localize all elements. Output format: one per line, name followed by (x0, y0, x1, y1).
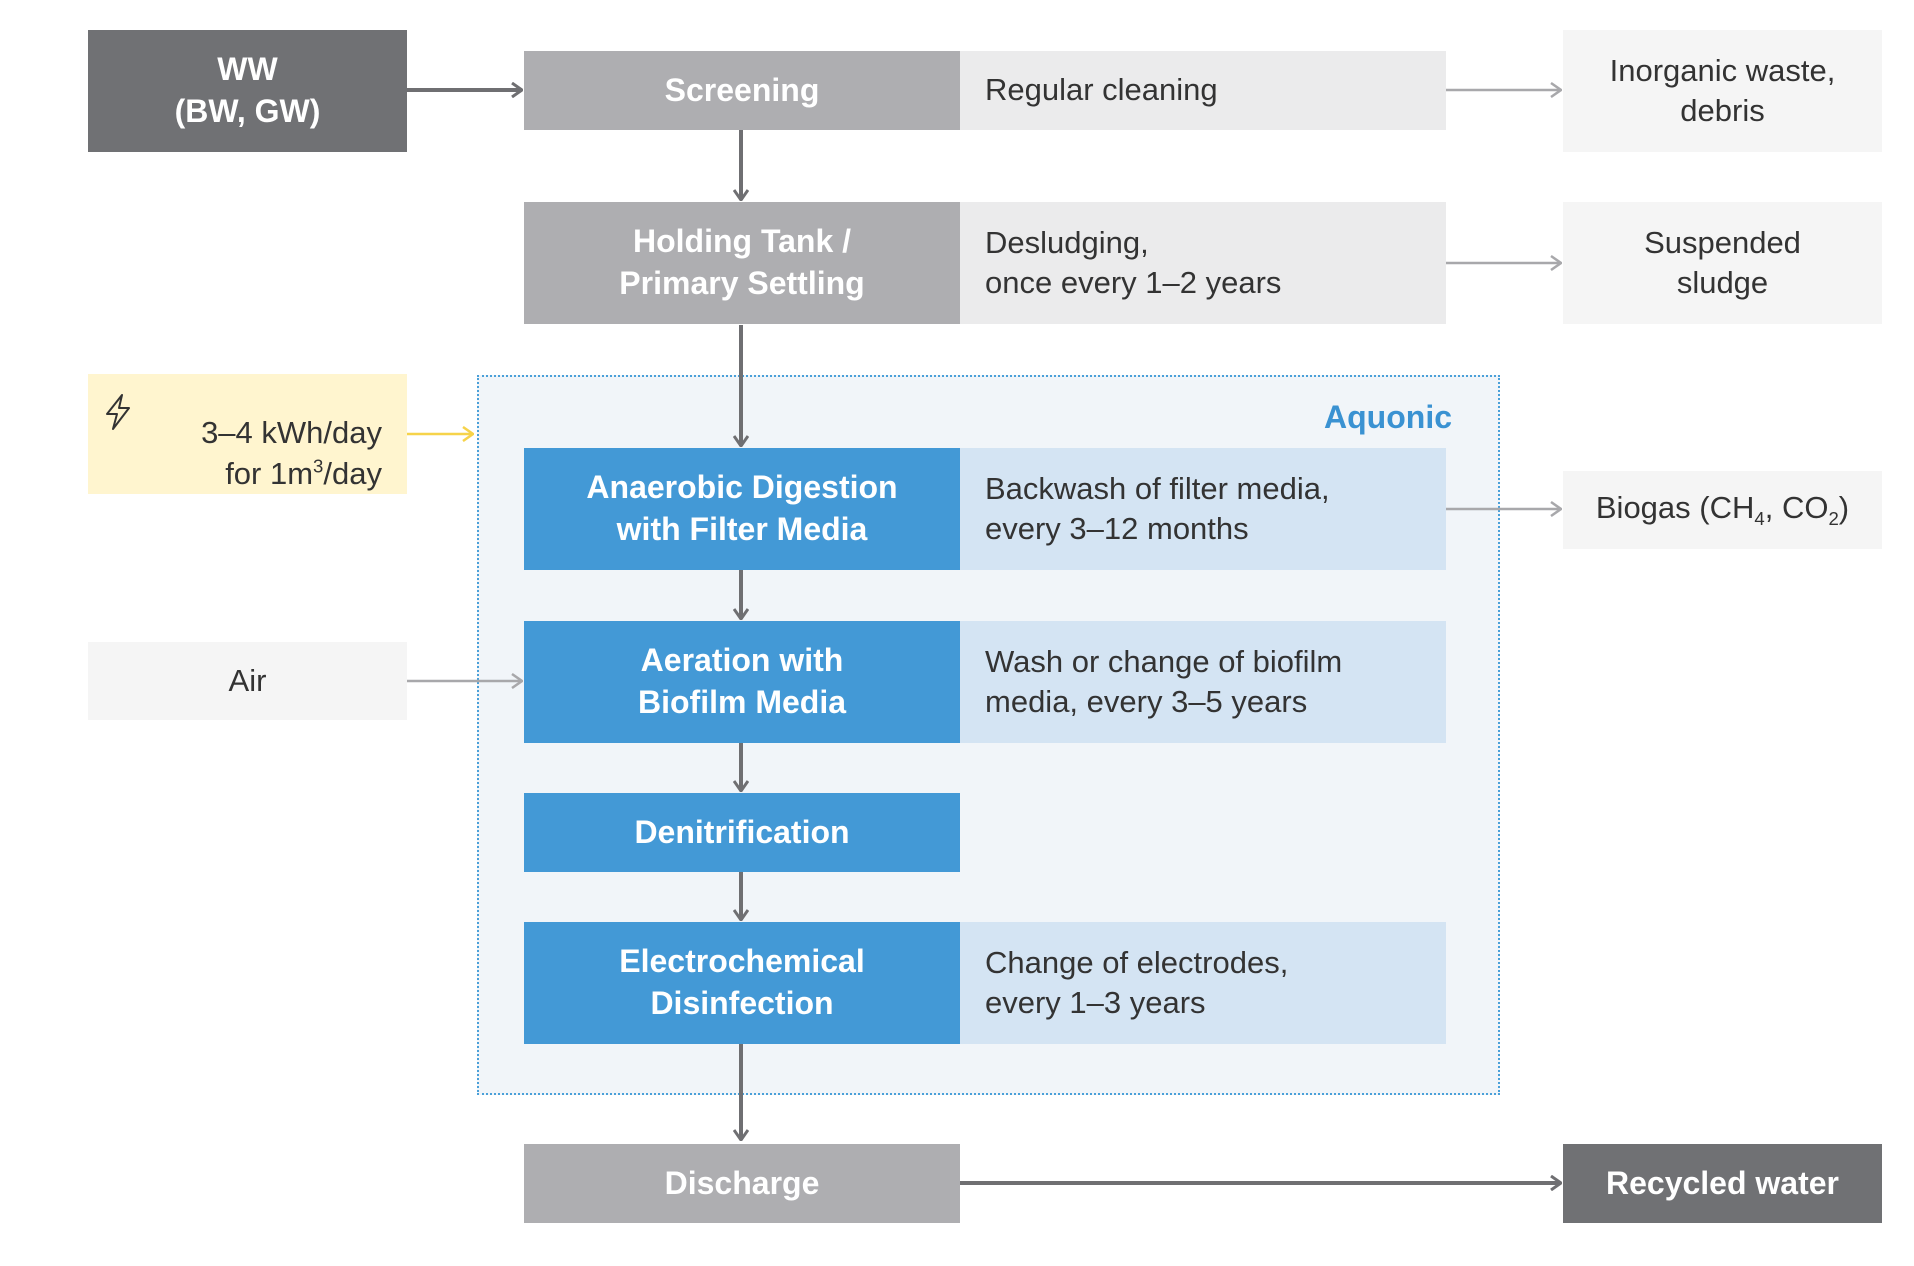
step-electrochemical-line2: Disinfection (650, 985, 834, 1021)
step-holding-tank: Holding Tank / Primary Settling (524, 202, 960, 324)
output-inorganic-waste-line1: Inorganic waste, (1609, 52, 1836, 88)
step-holding-tank-line1: Holding Tank / (632, 223, 852, 260)
note-aeration-line1: Wash or change of biofilm (985, 643, 1343, 679)
note-holding-tank: Desludging, once every 1–2 years (960, 202, 1446, 324)
output-recycled-water: Recycled water (1563, 1144, 1882, 1223)
note-aeration: Wash or change of biofilm media, every 3… (960, 621, 1446, 743)
step-aeration-line2: Biofilm Media (637, 684, 846, 720)
output-suspended-sludge-line1: Suspended (1644, 224, 1801, 260)
energy-capacity: for 1m3/day (225, 455, 382, 491)
note-electrochemical: Change of electrodes, every 1–3 years (960, 922, 1446, 1044)
output-inorganic-waste-line2: debris (1680, 93, 1765, 128)
energy-input: 3–4 kWh/day for 1m3/day (88, 374, 407, 494)
output-biogas-label: Biogas (CH4, CO2) (1595, 490, 1850, 530)
output-inorganic-waste: Inorganic waste, debris (1563, 30, 1882, 152)
step-discharge-label: Discharge (664, 1164, 820, 1201)
note-holding-tank-line2: once every 1–2 years (985, 265, 1282, 300)
note-screening: Regular cleaning (960, 51, 1446, 130)
step-anaerobic-line1: Anaerobic Digestion (586, 469, 898, 506)
step-anaerobic-digestion: Anaerobic Digestion with Filter Media (524, 448, 960, 570)
step-electrochemical-line1: Electrochemical (619, 943, 865, 980)
step-aeration: Aeration with Biofilm Media (524, 621, 960, 743)
step-aeration-line1: Aeration with (640, 642, 844, 679)
air-input: Air (88, 642, 407, 720)
step-electrochemical-disinfection: Electrochemical Disinfection (524, 922, 960, 1044)
wastewater-input: WW (BW, GW) (88, 30, 407, 152)
output-suspended-sludge: Suspended sludge (1563, 202, 1882, 324)
step-anaerobic-line2: with Filter Media (616, 511, 868, 547)
output-suspended-sludge-line2: sludge (1676, 265, 1769, 300)
output-biogas: Biogas (CH4, CO2) (1563, 471, 1882, 549)
wastewater-label: WW (217, 51, 278, 88)
step-screening: Screening (524, 51, 960, 130)
step-discharge: Discharge (524, 1144, 960, 1223)
aquonic-label: Aquonic (1324, 399, 1452, 435)
step-denitrification: Denitrification (524, 793, 960, 872)
note-anaerobic-line1: Backwash of filter media, (985, 470, 1330, 506)
step-denitrification-label: Denitrification (634, 813, 850, 850)
wastewater-sublabel: (BW, GW) (174, 93, 321, 129)
note-electrochemical-line1: Change of electrodes, (985, 944, 1289, 980)
step-screening-label: Screening (664, 71, 820, 108)
note-screening-text: Regular cleaning (985, 72, 1218, 108)
lightning-icon (106, 394, 130, 430)
note-anaerobic: Backwash of filter media, every 3–12 mon… (960, 448, 1446, 570)
note-electrochemical-line2: every 1–3 years (985, 985, 1206, 1020)
energy-consumption: 3–4 kWh/day (201, 415, 382, 451)
note-holding-tank-line1: Desludging, (985, 224, 1149, 260)
note-anaerobic-line2: every 3–12 months (985, 511, 1249, 546)
step-holding-tank-line2: Primary Settling (619, 265, 865, 301)
note-aeration-line2: media, every 3–5 years (985, 684, 1308, 719)
